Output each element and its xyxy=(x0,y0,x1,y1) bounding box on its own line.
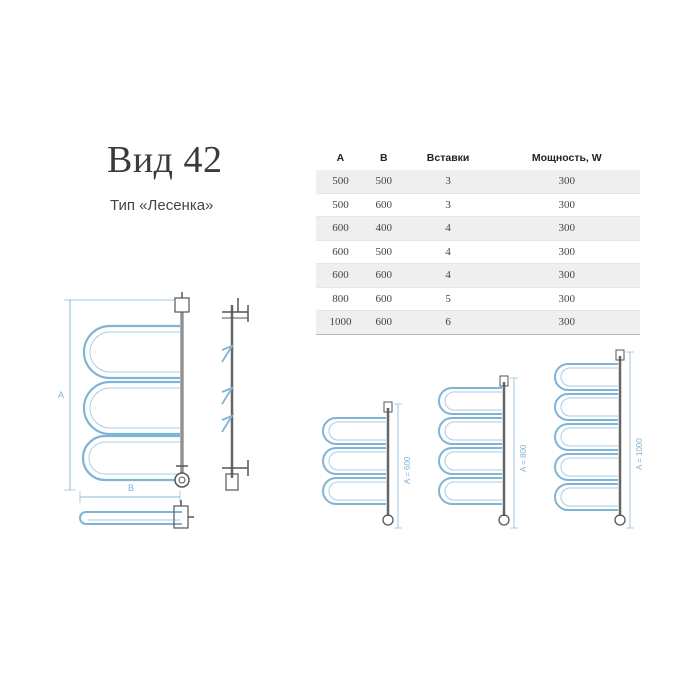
cell-inserts: 4 xyxy=(445,245,451,258)
product-subtitle: Тип «Лесенка» xyxy=(110,197,214,214)
cell-power: 300 xyxy=(493,263,640,287)
cell-inserts: 5 xyxy=(445,292,451,305)
table-row: 600 500 4 300 xyxy=(316,240,640,264)
table-row: 1000 600 6 300 xyxy=(316,310,640,334)
cell-power: 300 xyxy=(493,310,640,334)
table-header-row: A B Вставки Мощность, W xyxy=(316,146,640,170)
cell-b: 600 xyxy=(364,263,403,287)
dimension-b-label: B xyxy=(128,483,134,493)
variant-800-drawing xyxy=(438,375,518,529)
cell-a: 600 xyxy=(316,216,365,240)
table-row: 800 600 5 300 xyxy=(316,287,640,311)
cell-a: 600 xyxy=(316,263,365,287)
col-header-b: B xyxy=(379,152,388,164)
table-row: 500 500 3 300 xyxy=(316,170,640,193)
cell-power: 300 xyxy=(558,245,576,258)
cell-power: 300 xyxy=(493,170,640,193)
cell-power: 300 xyxy=(558,198,576,211)
page-title: Вид 42 xyxy=(107,139,223,181)
cell-inserts: 3 xyxy=(402,170,494,193)
spec-table: A B Вставки Мощность, W 500 500 3 300 50… xyxy=(316,146,640,335)
variant-600-label: A = 600 xyxy=(403,456,412,484)
table-row: 600 400 4 300 xyxy=(316,216,640,240)
variant-800-label: A = 800 xyxy=(519,444,528,472)
cell-inserts: 6 xyxy=(402,310,494,334)
cell-inserts: 3 xyxy=(445,198,451,211)
cell-b: 400 xyxy=(364,216,403,240)
cell-b: 500 xyxy=(375,245,393,258)
table-row: 500 600 3 300 xyxy=(316,193,640,217)
cell-a: 1000 xyxy=(316,310,365,334)
side-view xyxy=(221,298,249,491)
cell-power: 300 xyxy=(493,216,640,240)
cell-b: 600 xyxy=(375,198,393,211)
table-row: 600 600 4 300 xyxy=(316,263,640,287)
top-view xyxy=(79,500,194,529)
cell-inserts: 4 xyxy=(402,263,494,287)
dimension-a-label: A xyxy=(58,390,64,400)
cell-a: 600 xyxy=(332,245,349,258)
cell-a: 500 xyxy=(332,198,349,211)
col-header-power: Мощность, W xyxy=(531,152,602,164)
col-header-a: A xyxy=(336,152,345,164)
col-header-inserts: Вставки xyxy=(426,152,470,164)
cell-power: 300 xyxy=(558,292,576,305)
variant-1000-drawing xyxy=(554,349,634,529)
cell-a: 800 xyxy=(332,292,349,305)
variant-1000-label: A = 1000 xyxy=(635,438,644,470)
main-front-view xyxy=(64,292,190,503)
variant-600-drawing xyxy=(322,401,402,529)
cell-inserts: 4 xyxy=(402,216,494,240)
cell-b: 500 xyxy=(364,170,403,193)
cell-b: 600 xyxy=(375,292,393,305)
cell-a: 500 xyxy=(316,170,365,193)
cell-b: 600 xyxy=(364,310,403,334)
